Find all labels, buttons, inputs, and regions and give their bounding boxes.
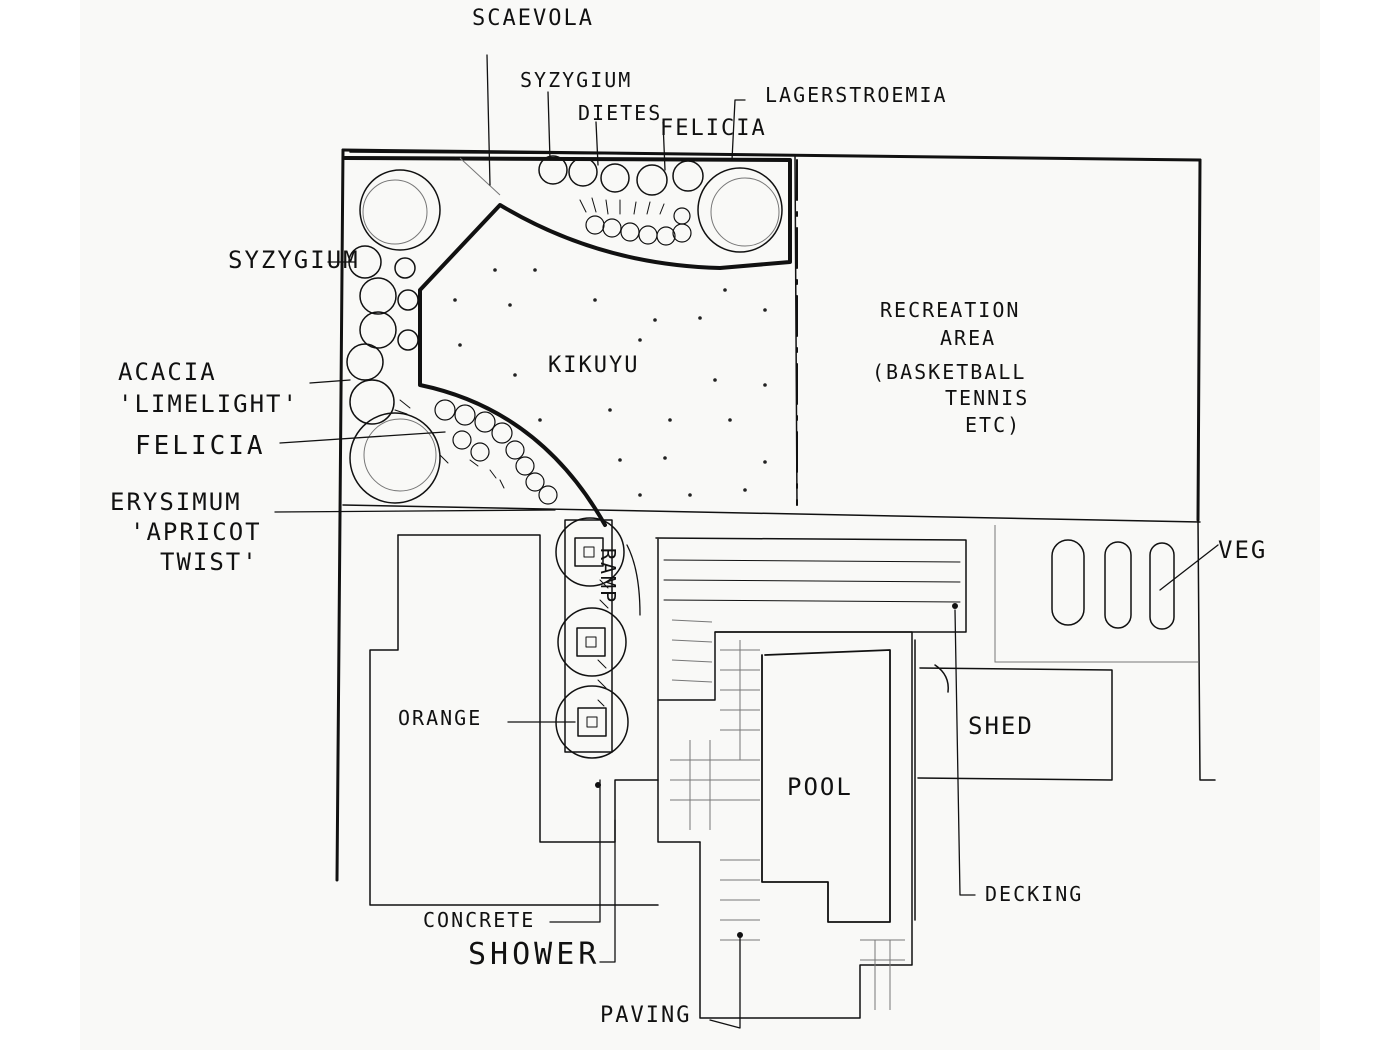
label-recreation-area-2: AREA [940,326,997,350]
syzygium-shrubs-top [538,155,783,253]
decking-area [655,537,967,701]
recreation-area-outline [342,159,1201,523]
label-dietes: DIETES [578,101,663,125]
acacia-felicia-erysimum-bed [394,399,558,505]
label-recreation-area-5: ETC) [965,413,1022,437]
label-concrete: CONCRETE [423,908,536,932]
site-boundary [335,148,1216,882]
label-syzygium-left: SYZYGIUM [228,246,360,274]
label-felicia-left: FELICIA [135,431,266,461]
label-acacia-cultivar: 'LIMELIGHT' [118,390,299,418]
syzygium-shrubs-left [346,169,441,504]
dietes-felicia-row [579,197,692,246]
shed-outline [914,639,1113,921]
house-outline [369,534,659,906]
label-erysimum: ERYSIMUM [110,488,242,516]
label-paving: PAVING [600,1003,692,1028]
label-lagerstroemia: LAGERSTROEMIA [765,83,948,107]
paving-area [657,631,913,1019]
label-decking: DECKING [985,882,1084,906]
label-acacia: ACACIA [118,358,217,386]
label-recreation-area-3: (BASKETBALL [872,360,1027,384]
label-erysimum-cultivar: 'APRICOT [130,518,262,546]
orange-trees [555,517,629,759]
label-recreation-area-1: RECREATION [880,298,1021,322]
garden-bed-outline [343,151,798,527]
label-erysimum-cultivar-2: TWIST' [160,548,259,576]
label-recreation-area-4: TENNIS [945,386,1030,410]
label-leaders [274,54,1219,1029]
pool-outline [761,649,891,923]
label-pool: POOL [787,773,853,801]
label-shed: SHED [968,712,1034,740]
label-veg: VEG [1218,536,1268,564]
label-ramp: RAMP [596,548,620,605]
label-syzygium-top: SYZYGIUM [520,68,633,92]
label-felicia-top: FELICIA [660,116,767,141]
label-orange: ORANGE [398,706,483,730]
kikuyu-lawn-dots [453,268,767,497]
label-scaevola: SCAEVOLA [472,6,594,31]
label-kikuyu: KIKUYU [548,353,640,378]
veg-beds [994,525,1198,663]
label-shower: SHOWER [468,937,601,972]
